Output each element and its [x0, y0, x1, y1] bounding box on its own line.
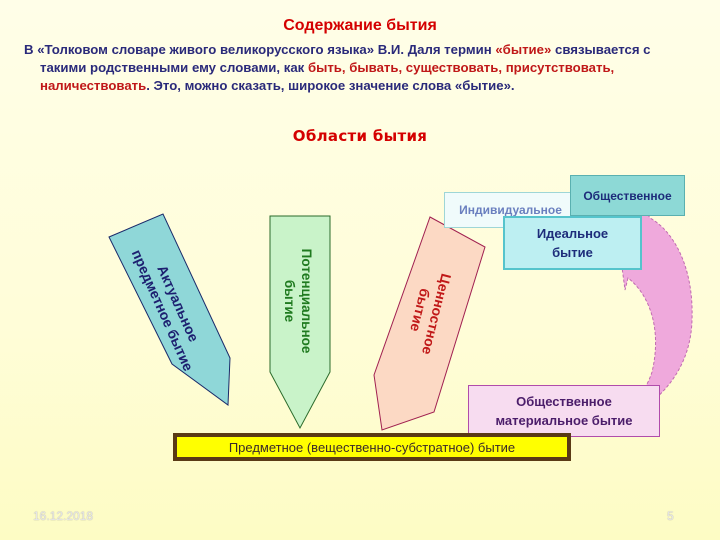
material-line1: Общественное	[516, 394, 612, 409]
ideal-line1: Идеальное	[536, 226, 609, 241]
diagram-subtitle: Области бытия	[292, 127, 428, 145]
intro-text: В «Толковом словаре живого великорусског…	[24, 42, 496, 57]
slide-title: Содержание бытия	[283, 17, 437, 34]
ideal-line2: бытие	[552, 245, 593, 260]
substrate-being-box: Предметное (вещественно-субстратное) быт…	[173, 433, 571, 461]
material-line2: материальное бытие	[495, 413, 633, 428]
social-material-box: Общественное материальное бытие	[468, 385, 660, 437]
intro-text: . Это, можно сказать, широкое значение с…	[146, 78, 515, 93]
potential-label-line1: Потенциальное	[299, 248, 314, 354]
potential-label-line2: бытие	[282, 279, 297, 323]
intro-term: «бытие»	[495, 42, 552, 57]
intro-text: связывается с	[551, 42, 651, 57]
page-number: 5	[667, 509, 674, 523]
potential-arrow-shape	[269, 215, 331, 430]
footer-date: 16.12.2018	[33, 509, 94, 523]
intro-text: такими родственными ему словами, как	[40, 60, 308, 75]
intro-words: наличествовать	[40, 78, 147, 93]
actual-arrow-shape	[108, 213, 231, 406]
ideal-being-box: Идеальное бытие	[503, 216, 642, 270]
intro-words: быть, бывать, существовать, присутствова…	[307, 60, 615, 75]
value-arrow-shape	[373, 216, 486, 431]
social-box: Общественное	[570, 175, 685, 216]
intro-paragraph: В «Толковом словаре живого великорусског…	[24, 41, 704, 95]
potential-arrow-label: Потенциальное бытие	[281, 231, 315, 371]
